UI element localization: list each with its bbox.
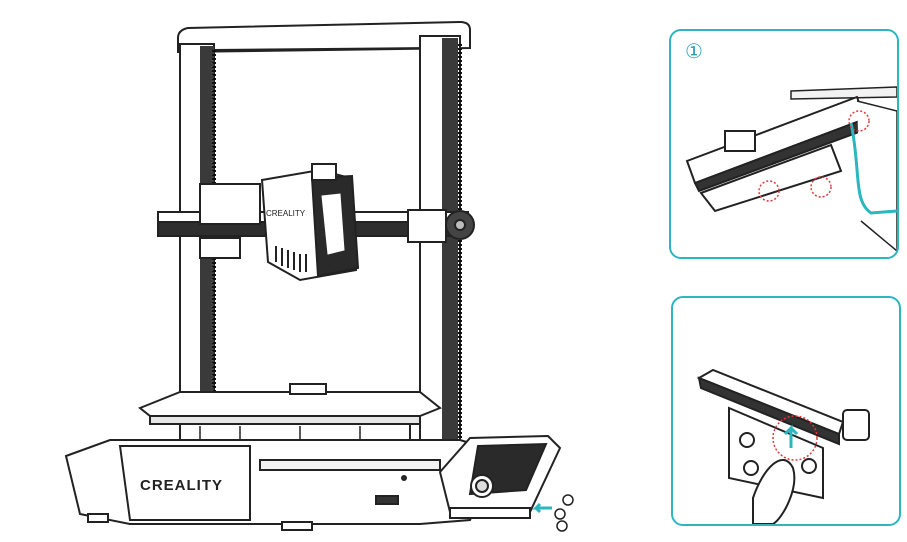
base-logo: CREALITY bbox=[140, 477, 223, 494]
insert-arrow bbox=[536, 504, 552, 512]
step-panel-2 bbox=[671, 296, 901, 526]
print-head bbox=[262, 164, 358, 280]
step-number: ① bbox=[685, 39, 703, 63]
panel-2-illustration bbox=[673, 298, 899, 524]
print-bed bbox=[140, 384, 440, 442]
printer-base bbox=[66, 440, 500, 530]
print-head-logo: CREALITY bbox=[266, 209, 306, 218]
panel-1-illustration bbox=[671, 31, 897, 257]
screws bbox=[555, 495, 573, 531]
step-panel-1: ① bbox=[669, 29, 899, 259]
